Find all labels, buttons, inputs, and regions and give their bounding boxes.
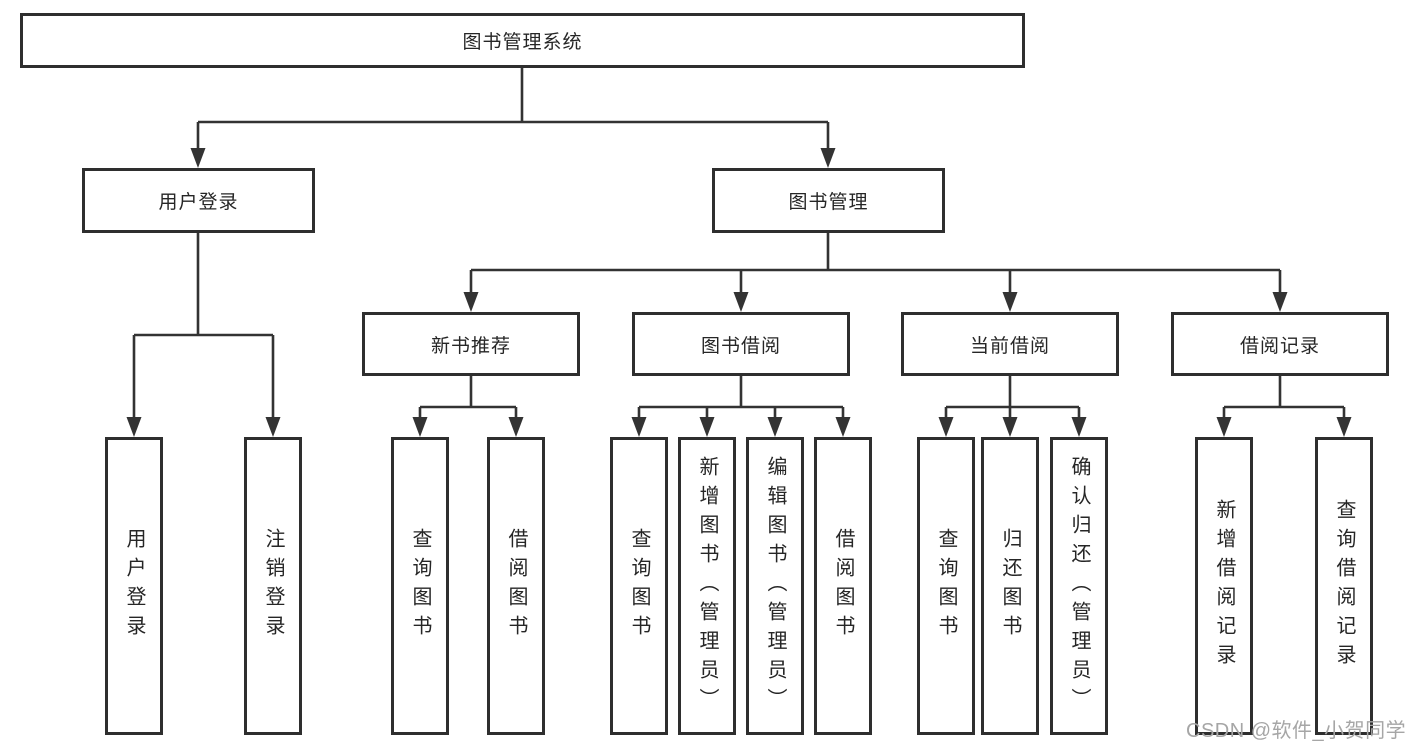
connector-user-login-to-leaves [126,233,281,437]
leaf-add-borrow-record: 新增借阅记录 [1195,437,1253,735]
node-label: 用户登录 [158,192,239,213]
leaf-borrow-books-2: 借阅图书 [814,437,872,735]
connector-book-borrowing-to-leaves [631,376,851,437]
node-label: 确认归还（管理员） [1068,455,1090,717]
node-label: 归还图书 [999,528,1021,644]
node-label: 新增图书（管理员） [696,455,718,717]
node-borrowing-records: 借阅记录 [1171,312,1389,376]
leaf-logout: 注销登录 [244,437,302,735]
node-current-borrowing: 当前借阅 [901,312,1119,376]
leaf-user-login: 用户登录 [105,437,163,735]
csdn-watermark: CSDN @软件_小贺同学 [1186,720,1405,742]
node-label: 查询图书 [409,528,431,644]
node-label: 借阅图书 [832,528,854,644]
leaf-edit-books-admin: 编辑图书（管理员） [746,437,804,735]
node-label: 编辑图书（管理员） [764,455,786,717]
node-label: 查询图书 [628,528,650,644]
connector-new-book-to-leaves [412,376,524,437]
node-book-borrowing: 图书借阅 [632,312,850,376]
leaf-query-books-3: 查询图书 [917,437,975,735]
node-label: 借阅记录 [1239,335,1320,357]
leaf-return-books: 归还图书 [981,437,1039,735]
connector-current-borrowing-to-leaves [938,376,1087,437]
connector-root-to-level2 [190,68,836,168]
node-user-login: 用户登录 [82,168,315,233]
node-new-book-recommend: 新书推荐 [362,312,580,376]
node-label: 查询借阅记录 [1333,499,1355,673]
node-label: 查询图书 [935,528,957,644]
node-label: 新书推荐 [430,335,511,357]
node-library-management-system: 图书管理系统 [20,13,1025,68]
node-label: 图书借阅 [700,335,781,357]
node-label: 借阅图书 [505,528,527,644]
connector-borrowing-records-to-leaves [1216,376,1352,437]
node-label: 图书管理 [788,192,869,213]
leaf-query-books-2: 查询图书 [610,437,668,735]
node-label: 用户登录 [123,528,145,644]
node-label: 新增借阅记录 [1213,499,1235,673]
leaf-query-borrow-record: 查询借阅记录 [1315,437,1373,735]
node-book-management: 图书管理 [712,168,945,233]
node-label: 图书管理系统 [462,32,583,53]
leaf-query-books-1: 查询图书 [391,437,449,735]
node-label: 当前借阅 [969,335,1050,357]
leaf-borrow-books-1: 借阅图书 [487,437,545,735]
leaf-add-books-admin: 新增图书（管理员） [678,437,736,735]
node-label: 注销登录 [262,528,284,644]
leaf-confirm-return-admin: 确认归还（管理员） [1050,437,1108,735]
connector-book-management-to-level3 [463,233,1288,312]
